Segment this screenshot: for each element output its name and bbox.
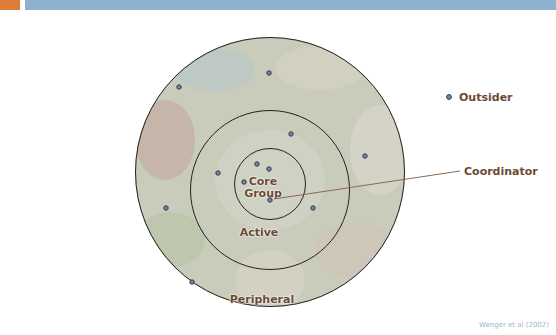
member-dot xyxy=(216,171,220,175)
member-dot xyxy=(255,162,259,166)
member-dot xyxy=(289,132,293,136)
ring-outline xyxy=(135,37,405,307)
role-label: Coordinator xyxy=(464,165,538,178)
member-dot xyxy=(311,206,315,210)
ring-label: Peripheral xyxy=(207,294,317,306)
ring-circle xyxy=(235,149,306,220)
ring-circle xyxy=(191,111,350,270)
member-dot xyxy=(242,180,246,184)
member-dot xyxy=(363,154,367,158)
community-ring: Peripheral Active Core Group xyxy=(135,37,405,307)
ring-label: Active xyxy=(219,227,299,239)
member-dot xyxy=(177,85,181,89)
member-dot xyxy=(164,206,168,210)
community-ring: Core Group xyxy=(234,148,306,220)
community-ring: Active Core Group xyxy=(190,110,350,270)
photo-ground xyxy=(135,37,410,310)
citation: Wenger et al (2002) xyxy=(479,321,549,330)
member-dot xyxy=(267,71,271,75)
role-label: Outsider xyxy=(459,91,513,104)
ring-circle xyxy=(136,38,405,307)
leader-line xyxy=(274,171,460,199)
member-dot xyxy=(267,167,271,171)
ring-label: Core Group xyxy=(235,176,291,200)
header-bar xyxy=(25,0,556,10)
header-accent xyxy=(0,0,20,10)
outsider-dot xyxy=(447,95,452,100)
